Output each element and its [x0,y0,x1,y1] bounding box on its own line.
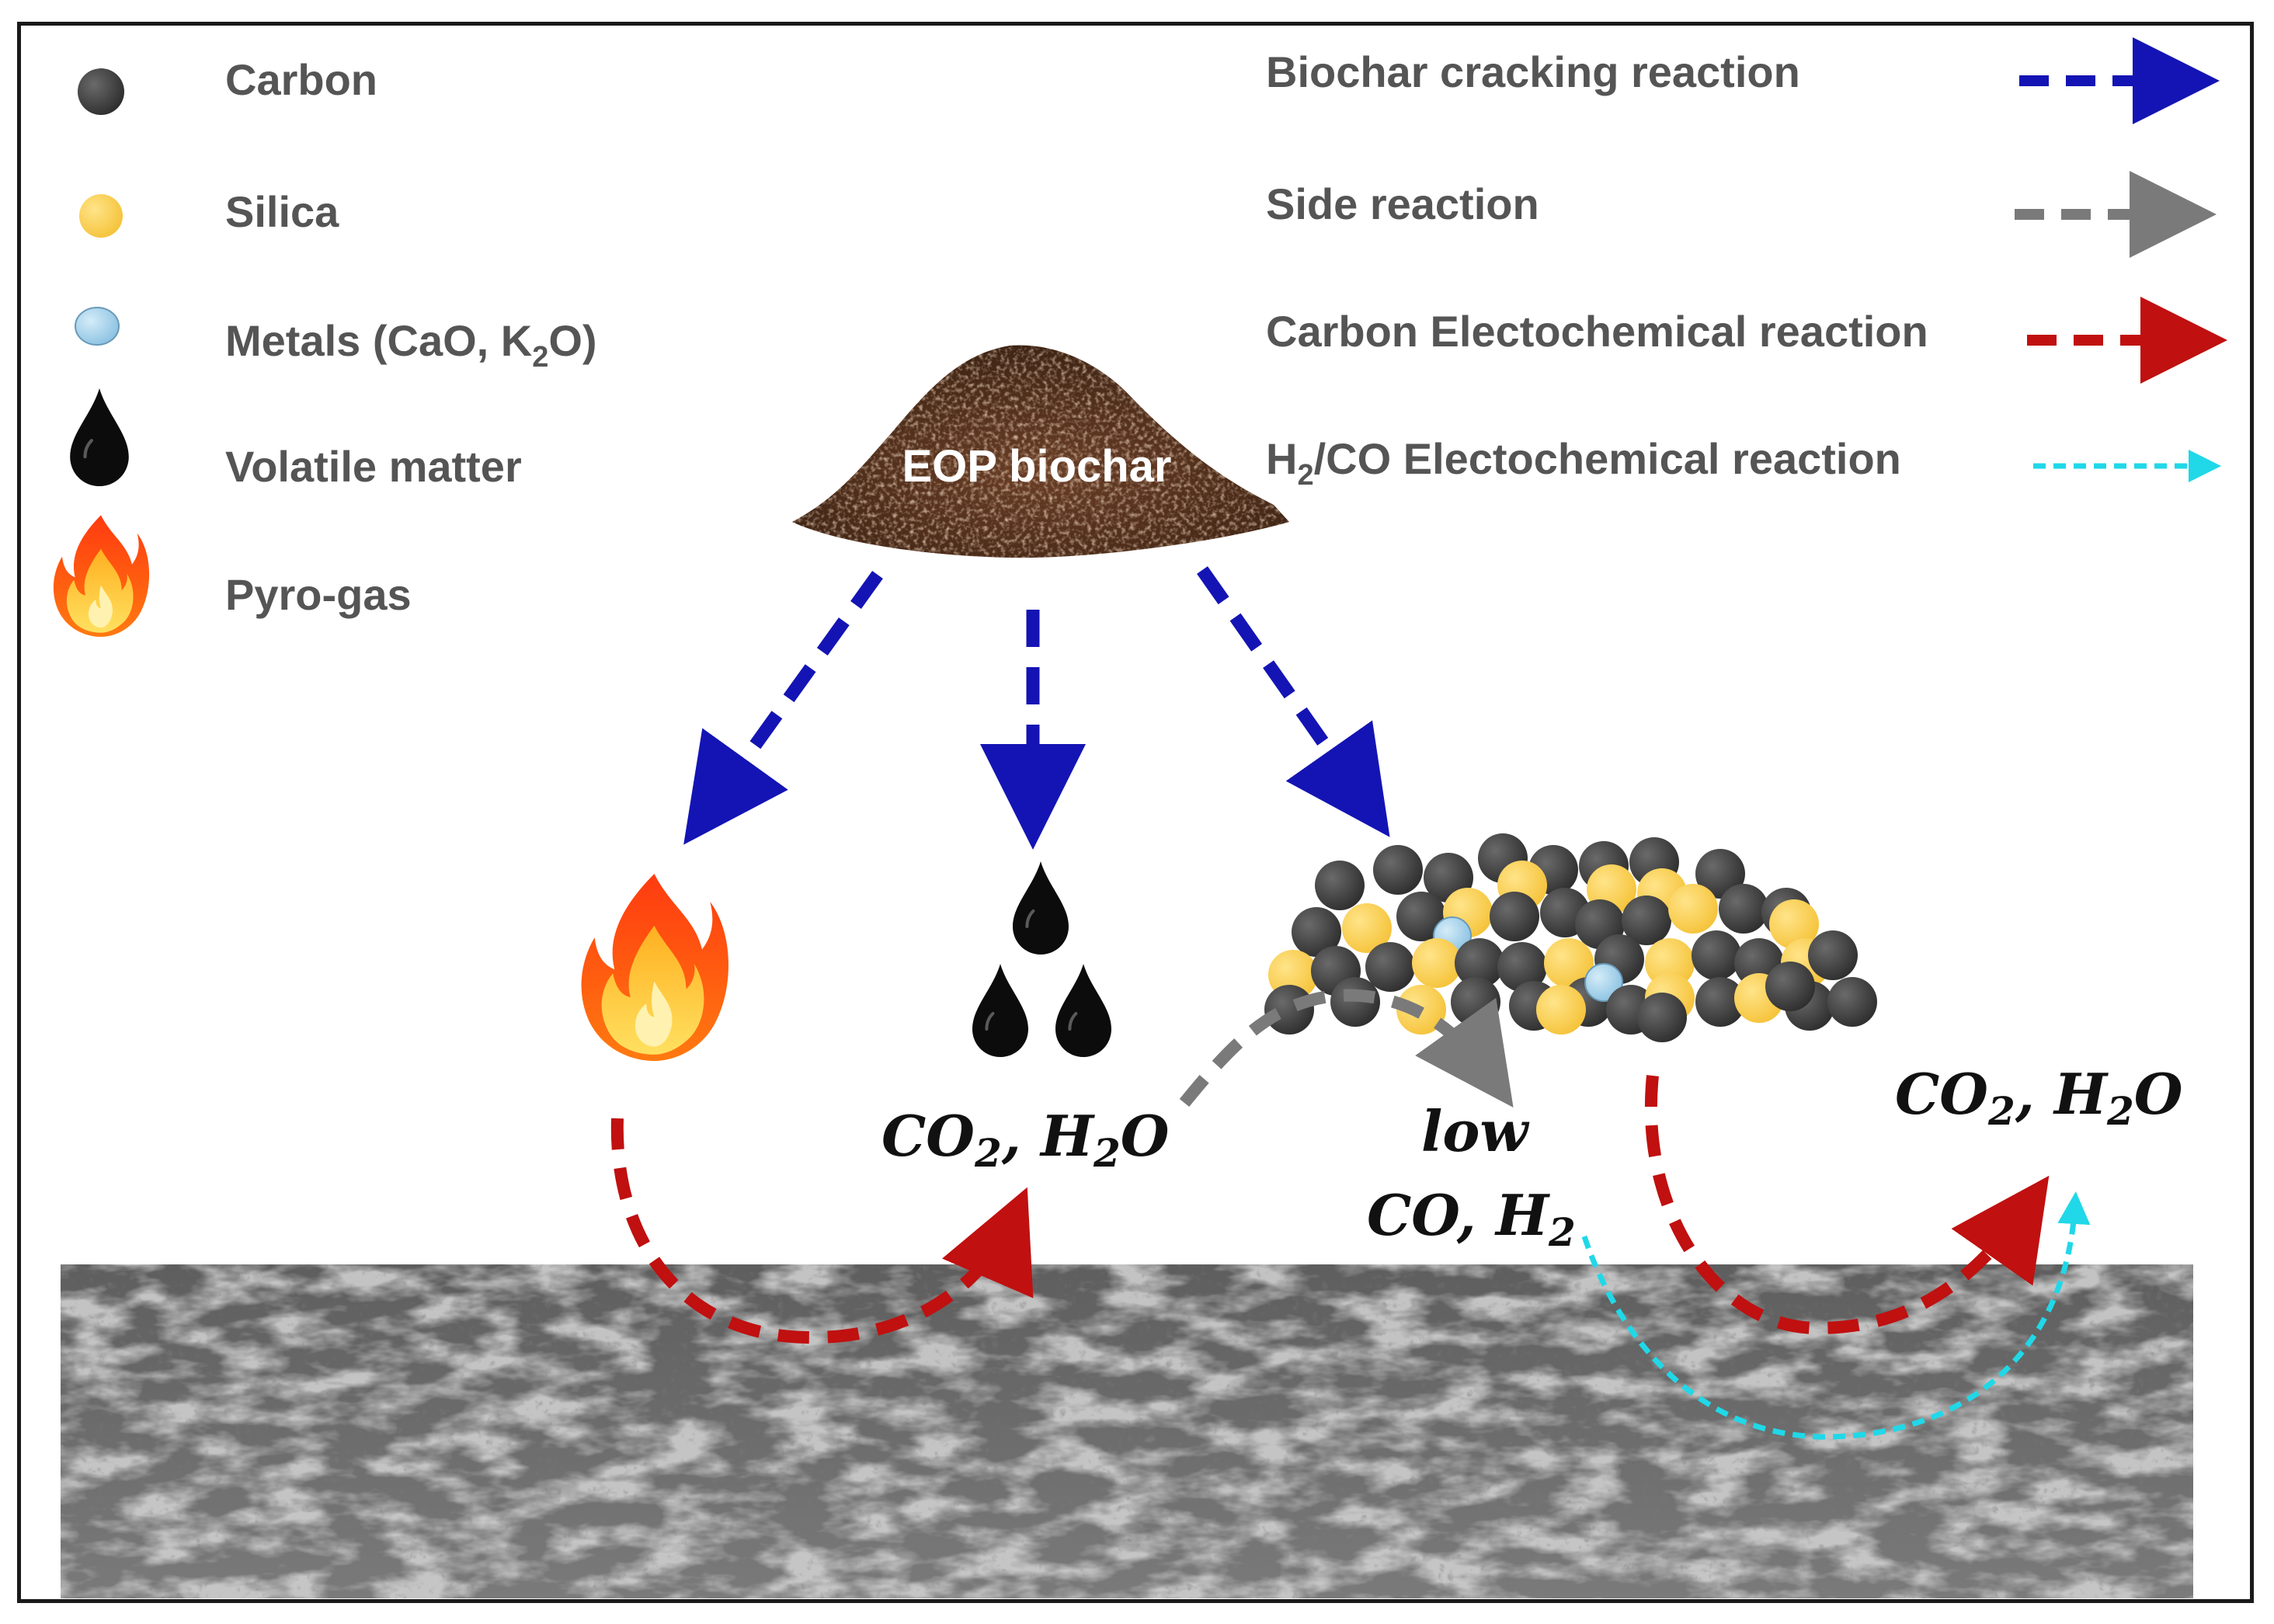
right-h: , H [2015,1061,2109,1127]
metal-particle [1584,963,1623,1002]
biochar-label: EOP biochar [902,441,1171,492]
volatile-drops [972,861,1111,1057]
legend-metals-prefix: Metals (CaO, K [225,316,532,365]
reaction-h2co-suffix: /CO Electochemical reaction [1314,434,1901,483]
silica-legend-icon [79,194,123,238]
carbon-particle [1695,849,1745,899]
h2co-electrochemical-arrow [1581,1191,2091,1440]
right-h-sub: 2 [2106,1088,2134,1134]
legend-carbon-label: Carbon [225,55,377,104]
carbon-particle [1827,977,1877,1027]
carbon-particle [1692,930,1741,980]
carbon-particle [1637,993,1687,1042]
low-h-sub: 2 [1548,1209,1576,1255]
silica-particle [1645,938,1695,988]
legend-metals-sub: 2 [532,341,548,374]
carbon-particle [1622,895,1671,945]
sem-surface-image [61,1264,2193,1598]
legend-metals-suffix: O) [548,316,596,365]
carbon-particle [1490,892,1539,941]
legend-metals-label: Metals (CaO, K2O) [225,316,597,374]
right-co: CO [1895,1061,1988,1127]
reaction-legend: Biochar cracking reaction Side reaction … [1266,37,2227,492]
product-left-co2-h2o: CO2, H2O [881,1103,1170,1176]
reaction-biochar-cracking-label: Biochar cracking reaction [1266,47,1800,96]
reaction-carbon-electrochemical-label: Carbon Electochemical reaction [1266,307,1928,356]
product-low: low [1421,1098,1530,1164]
left-co: CO [881,1103,975,1169]
left-co-sub: 2 [974,1130,1002,1176]
particle-cluster [1264,833,1877,1042]
volatile-drop-legend-icon [70,388,129,486]
low-co-h: CO, H [1367,1182,1550,1248]
volatile-drop-icon [1013,861,1069,955]
carbon-particle [1315,861,1365,910]
carbon-particle [1451,977,1500,1027]
carbon-particle [1292,907,1341,957]
left-o: O [1121,1103,1170,1169]
flame-legend-icon [53,515,150,637]
carbon-particle [1373,845,1423,895]
left-h: , H [1001,1103,1095,1169]
left-h-sub: 2 [1093,1130,1121,1176]
carbon-particle [1765,962,1815,1011]
silica-particle [1668,884,1718,934]
carbon-particle [1695,977,1745,1027]
carbon-particle [1719,884,1768,934]
product-right-co2-h2o: CO2, H2O [1895,1061,2183,1134]
carbon-particle [1396,892,1446,941]
silica-particle [1536,985,1586,1035]
carbon-electrochemical-arrow-left [610,1118,1034,1344]
carbon-particle [1455,938,1504,988]
legend-pyrogas-label: Pyro-gas [225,570,412,619]
product-low-co-h2: CO, H2 [1367,1182,1576,1255]
cracking-arrow-to-particles [1197,566,1390,837]
side-reaction-arrow [1179,989,1514,1108]
volatile-drop-icon [1055,964,1111,1057]
silica-particle [1342,903,1392,953]
reaction-h2co-prefix: H [1266,434,1297,483]
cracking-arrows [683,566,1390,850]
carbon-particle [1264,985,1314,1035]
carbon-electrochemical-arrow-right [1644,1075,2050,1335]
silica-particle [1769,899,1819,949]
right-o: O [2134,1061,2183,1127]
silica-particle [1412,938,1462,988]
legend-silica-label: Silica [225,187,339,236]
reaction-side-label: Side reaction [1266,179,1539,228]
volatile-drop-icon [972,964,1028,1057]
pyrogas-flame-icon [581,874,728,1061]
legend-volatile-label: Volatile matter [225,442,522,491]
silica-particle [1544,938,1594,988]
metal-legend-icon [75,307,120,346]
carbon-legend-icon [78,68,124,115]
carbon-particle [1330,977,1380,1027]
reaction-h2co-electrochemical-label: H2/CO Electochemical reaction [1266,434,1901,492]
cracking-arrow-to-pyrogas [683,571,883,845]
biochar-pile: EOP biochar [792,345,1289,558]
legend: Carbon Silica Metals (CaO, K2O) Volatile… [53,55,597,637]
right-co-sub: 2 [1987,1088,2015,1134]
reaction-h2co-sub: 2 [1297,459,1313,492]
carbon-particle [1808,930,1858,980]
carbon-particle [1365,942,1415,992]
carbon-particle [1497,942,1547,992]
